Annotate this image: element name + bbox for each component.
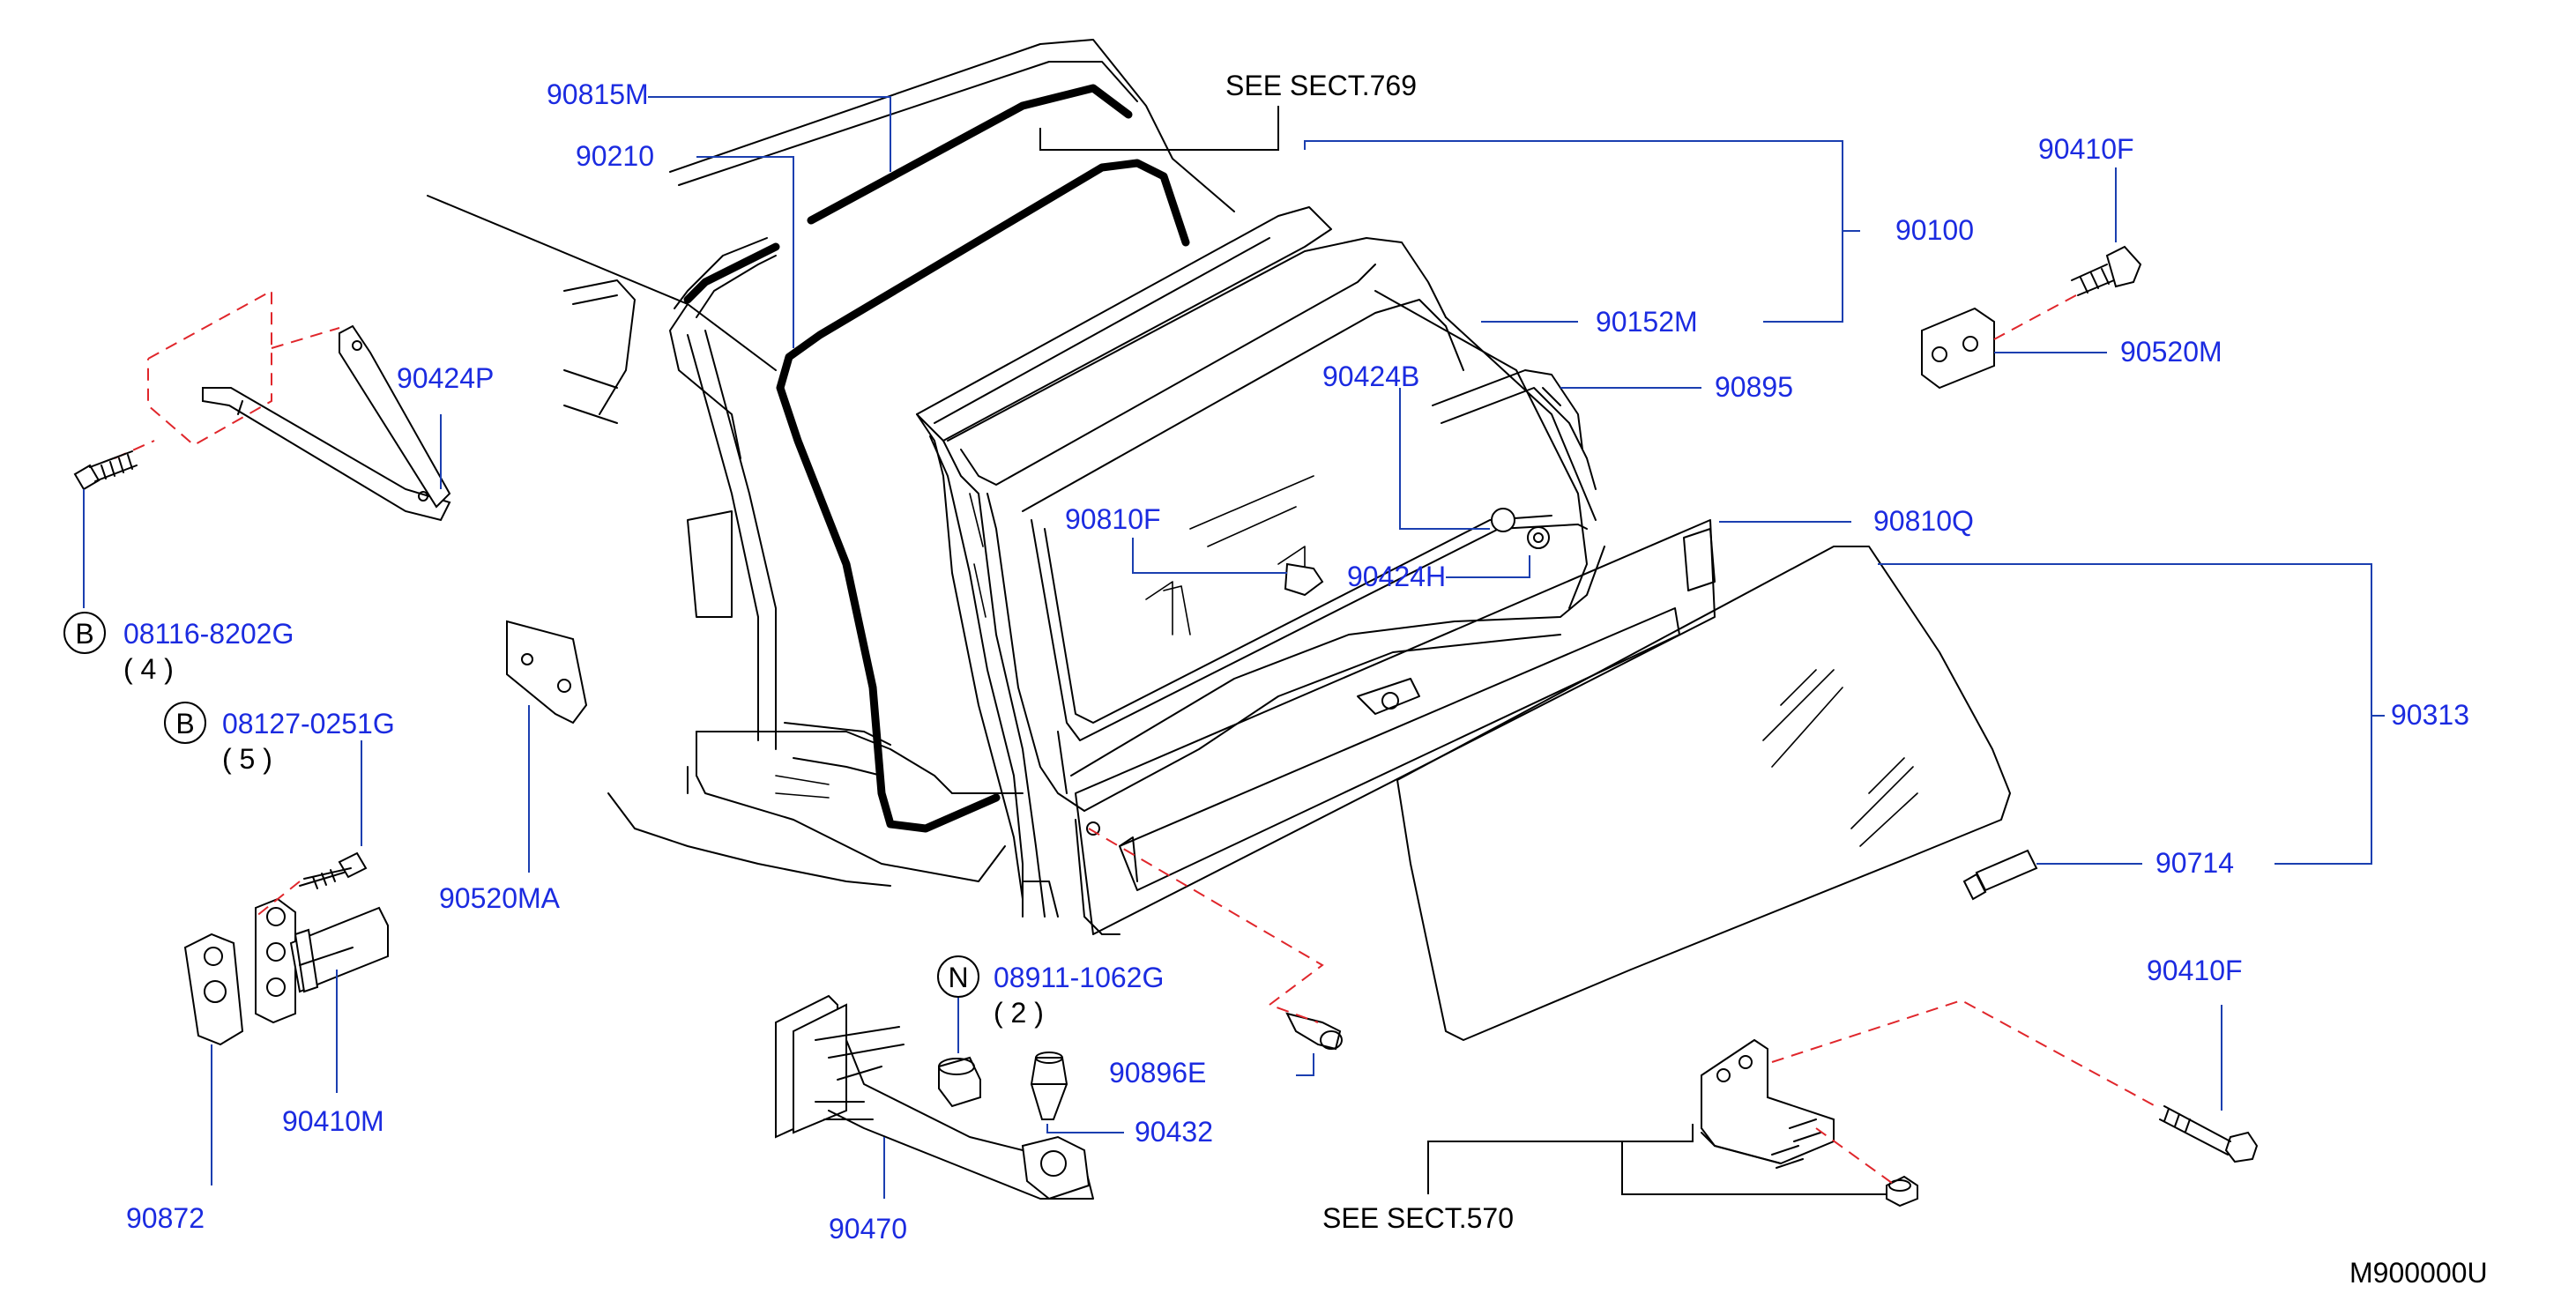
fastener-n1-symbol: N <box>948 962 968 993</box>
bolt-90410F-top <box>1993 245 2142 340</box>
label-90872[interactable]: 90872 <box>126 1202 205 1234</box>
label-90520MA[interactable]: 90520MA <box>439 882 561 914</box>
label-90714[interactable]: 90714 <box>2155 847 2234 879</box>
hinge-assembly-90410M <box>183 851 389 1046</box>
label-90424H[interactable]: 90424H <box>1347 561 1446 592</box>
striker-90520M <box>1921 307 1995 390</box>
leader-lines <box>83 96 2385 1199</box>
label-90520M[interactable]: 90520M <box>2120 336 2222 368</box>
label-90424B[interactable]: 90424B <box>1322 360 1419 392</box>
label-90815M[interactable]: 90815M <box>547 78 649 110</box>
hinge-bracket-90520MA <box>506 620 588 725</box>
note-see-sect-570[interactable]: SEE SECT.570 <box>1322 1202 1514 1234</box>
label-90313[interactable]: 90313 <box>2391 699 2469 731</box>
diagram-code: M900000U <box>2349 1257 2488 1289</box>
label-90895[interactable]: 90895 <box>1715 371 1793 403</box>
fastener-b2-callout[interactable]: B 08127-0251G ( 5 ) <box>164 702 395 775</box>
fastener-b1-symbol: B <box>75 618 93 650</box>
fastener-b2-qty: ( 5 ) <box>222 743 272 775</box>
fastener-b2-number: 08127-0251G <box>222 708 395 739</box>
fastener-b1-qty: ( 4 ) <box>123 653 174 685</box>
weatherstrip-upper-shape <box>683 84 1133 304</box>
pin-90432 <box>1030 1052 1068 1120</box>
label-90470[interactable]: 90470 <box>829 1213 907 1245</box>
fastener-b2-symbol: B <box>175 708 194 739</box>
label-90810F[interactable]: 90810F <box>1065 503 1161 535</box>
label-90810Q[interactable]: 90810Q <box>1873 505 1974 537</box>
label-90410F-bottom[interactable]: 90410F <box>2147 955 2243 986</box>
glass-stopper <box>1962 849 2038 901</box>
label-90896E[interactable]: 90896E <box>1109 1057 1206 1089</box>
back-door-panel <box>916 206 1605 935</box>
fastener-b1-number: 08116-8202G <box>123 618 294 650</box>
nut-n <box>938 1056 981 1108</box>
fastener-b1-callout[interactable]: B 08116-8202G ( 4 ) <box>63 612 294 685</box>
label-90432[interactable]: 90432 <box>1135 1116 1213 1148</box>
weatherstrip-opening-shape <box>776 159 1190 833</box>
label-90424P[interactable]: 90424P <box>397 362 494 394</box>
label-90100[interactable]: 90100 <box>1895 214 1974 246</box>
part-labels: 90815M 90210 SEE SECT.769 90100 90152M 9… <box>126 70 2488 1289</box>
back-door-molding-shape <box>1432 369 1597 490</box>
label-90410F-top[interactable]: 90410F <box>2038 133 2134 165</box>
clip-90896E <box>1088 828 1343 1051</box>
fastener-n1-callout[interactable]: N 08911-1062G ( 2 ) <box>937 955 1164 1029</box>
label-90210[interactable]: 90210 <box>576 140 654 172</box>
door-check-link-90470 <box>775 994 1094 1200</box>
vehicle-body-outline <box>427 39 1235 887</box>
bolt-b1 <box>73 450 138 491</box>
fastener-n1-number: 08911-1062G <box>994 962 1164 993</box>
label-90152M[interactable]: 90152M <box>1596 306 1698 338</box>
fastener-n1-qty: ( 2 ) <box>994 997 1044 1029</box>
label-90410M[interactable]: 90410M <box>282 1105 384 1137</box>
back-door-outer-panel <box>1075 519 1716 935</box>
back-door-stay-90424P <box>114 289 451 522</box>
note-see-sect-769[interactable]: SEE SECT.769 <box>1225 70 1417 101</box>
back-window-glass <box>1396 546 2011 1041</box>
hinge-bracket-bottom-right <box>1701 999 2156 1208</box>
small-clips <box>1284 508 1550 597</box>
bolt-90410F-bottom <box>2159 1105 2259 1163</box>
